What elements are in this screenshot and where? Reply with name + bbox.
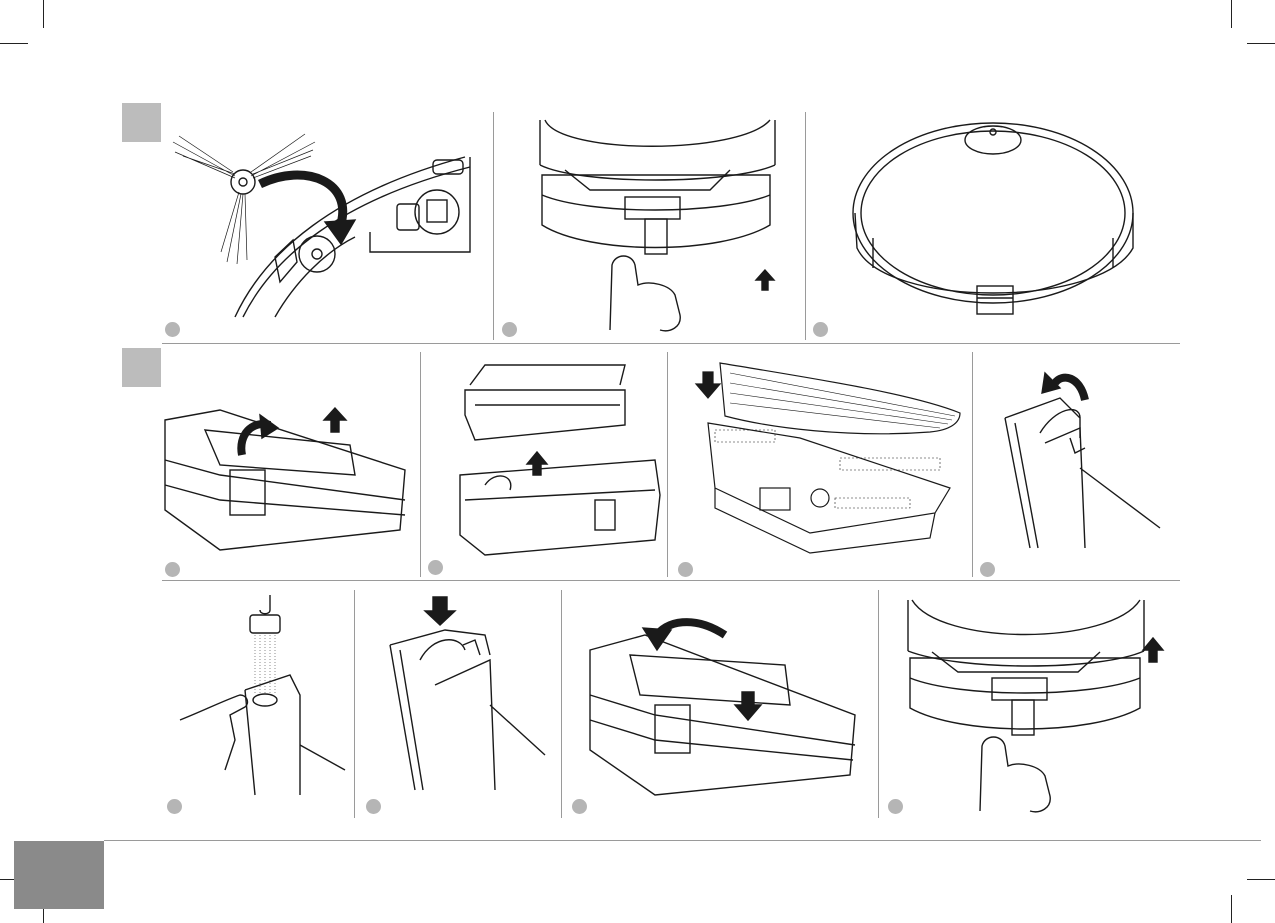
step-b6-illustration [385,595,550,795]
step-b3-marker [678,562,693,577]
down-arrow-icon [425,597,455,625]
up-arrow-icon [527,452,547,475]
hand-icon [180,695,247,770]
step-a3-marker [813,322,828,337]
down-arrow-icon [735,692,761,720]
crop-mark [1247,879,1275,880]
up-arrow-icon [756,270,774,290]
row-divider [162,580,1180,581]
crop-mark [1247,43,1275,44]
crop-mark [0,43,28,44]
crop-mark [1231,895,1232,923]
step-b3-illustration [690,358,965,563]
column-divider [561,590,562,818]
column-divider [420,352,421,577]
hand-icon [610,256,680,331]
step-b7-marker [572,799,587,814]
up-arrow-icon [324,408,346,432]
step-a1-illustration [165,112,485,322]
step-b5-marker [167,799,182,814]
mop-pad [720,363,960,434]
step-b4-illustration [1000,358,1170,553]
page-number-box [14,841,104,909]
step-b6-marker [366,799,381,814]
column-divider [878,590,879,818]
column-divider [972,352,973,577]
section-b-marker [122,348,161,387]
section-a-marker [122,103,161,142]
step-b8-illustration [900,596,1170,814]
step-b8-marker [888,799,903,814]
crop-mark [1231,0,1232,28]
step-b1-marker [165,562,180,577]
footer-divider [104,840,1261,841]
step-b5-illustration [175,595,350,800]
step-a2-illustration [520,115,790,335]
step-a1-marker [165,322,180,337]
up-arrow-icon [1143,638,1163,662]
step-b4-marker [980,562,995,577]
curved-arrow-icon [260,175,343,227]
row-divider [162,343,1180,344]
step-b2-marker [428,560,443,575]
step-a2-marker [502,322,517,337]
column-divider [805,112,806,340]
crop-mark [43,0,44,28]
down-arrow-icon [696,372,720,398]
step-b1-illustration [160,400,415,560]
step-a3-illustration [845,118,1145,323]
step-b7-illustration [585,610,860,800]
hand-icon [980,737,1050,812]
column-divider [493,112,494,340]
step-b2-illustration [455,360,665,560]
column-divider [354,590,355,818]
tap-icon [250,595,280,633]
column-divider [667,352,668,577]
